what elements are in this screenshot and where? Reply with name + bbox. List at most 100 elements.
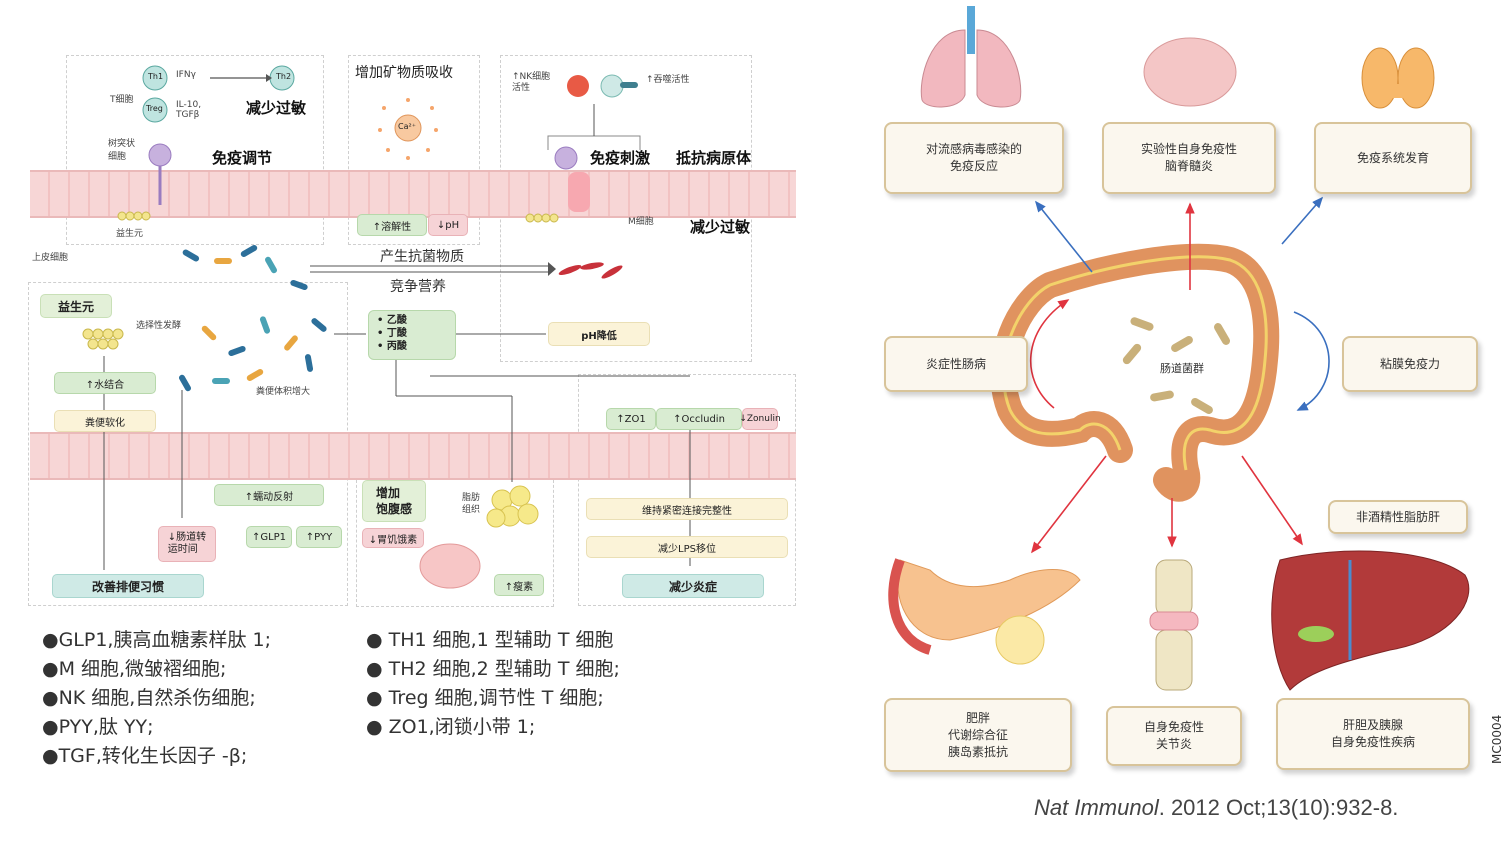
th1-cell [142, 65, 168, 91]
knee-joint-icon [1149, 559, 1199, 691]
antibacterial-label: 产生抗菌物质 [380, 249, 464, 265]
immune-regulation-title: 免疫调节 [212, 149, 273, 167]
il10-label: IL-10, TGFβ [176, 100, 202, 120]
arthritis-box: 自身免疫性 关节炎 [1106, 706, 1242, 766]
leptin-chip: ↑瘦素 [494, 574, 544, 596]
epithelium-top [30, 170, 796, 218]
water-binding-chip: ↑水结合 [54, 372, 156, 394]
figure-code: MC0004 [1490, 714, 1504, 764]
pathogen-bacteria [558, 262, 623, 279]
reduce-allergy-right: 减少过敏 [690, 218, 751, 236]
legend-item: ● TH1 细胞,1 型辅助 T 细胞 [366, 629, 614, 651]
tj-integrity-chip: 维持紧密连接完整性 [586, 498, 788, 520]
dendritic-cell-icon [148, 143, 172, 167]
arrow-head [266, 74, 272, 82]
right-diagram-graphics [888, 6, 1470, 691]
legend-item: ● Treg 细胞,调节性 T 细胞; [366, 687, 604, 709]
th1-label: Th1 [148, 72, 164, 81]
nk-cell-icon [567, 75, 589, 97]
arrow-ibd [1029, 299, 1070, 409]
scfa-butyric: • 丁酸 [377, 328, 407, 339]
calcium-icon [394, 114, 422, 142]
liver-icon [1271, 550, 1470, 691]
stool-soft-chip: 粪便软化 [54, 410, 156, 432]
phagocytic-label: ↑吞噬活性 [646, 75, 690, 85]
zo1-chip: ↑ZO1 [606, 408, 656, 430]
liver-autoimmune-box: 肝胆及胰腺 自身免疫性疾病 [1276, 698, 1470, 770]
epithelial-label: 上皮细胞 [32, 253, 69, 263]
scfa-list: • 乙酸 • 丁酸 • 丙酸 [369, 311, 455, 353]
glp1-chip: ↑GLP1 [246, 526, 292, 548]
resist-pathogen-title: 抵抗病原体 [676, 149, 752, 167]
barrier-panel [578, 374, 796, 606]
occludin-chip: ↑Occludin [656, 408, 742, 430]
gut-bacteria-cluster [179, 245, 327, 392]
epithelium-bottom [30, 432, 796, 480]
arrow-mucosal [1293, 311, 1330, 411]
left-diagram-graphics [82, 65, 691, 589]
dendritic-label: 树突状 细胞 [108, 139, 136, 162]
legend-item: ●M 细胞,微皱褶细胞; [42, 658, 227, 680]
arrow-to-liver [1241, 455, 1303, 546]
legend-item: ●TGF,转化生长因子 -β; [42, 745, 248, 767]
arrow-to-immune-dev [1281, 196, 1324, 245]
scfa-propionic: • 丙酸 [377, 341, 407, 352]
legend-column-2: ● TH1 细胞,1 型辅助 T 细胞 ● TH2 细胞,2 型辅助 T 细胞;… [366, 626, 620, 742]
arrow-head-lumen [548, 262, 556, 276]
brain-icon [419, 543, 481, 589]
prebiotic-top-label: 益生元 [116, 229, 144, 239]
citation: Nat Immunol. 2012 Oct;13(10):932-8. [1034, 795, 1398, 821]
thyroid-icon [1361, 47, 1435, 109]
immune-regulation-panel [66, 55, 324, 245]
calcium-dots [378, 98, 438, 160]
scfa-acetic: • 乙酸 [377, 315, 407, 326]
citation-details: . 2012 Oct;13(10):932-8. [1158, 795, 1399, 820]
stool-volume-label: 粪便体积增大 [256, 387, 311, 397]
peristalsis-chip: ↑蠕动反射 [214, 484, 324, 506]
prebiotic-title: 益生元 [40, 294, 112, 318]
lung-icon [920, 6, 1022, 108]
m-cell-icon [568, 172, 590, 212]
calcium-label: Ca²⁺ [398, 122, 416, 131]
mineral-title: 增加矿物质吸收 [355, 65, 453, 81]
nafld-box: 非酒精性脂肪肝 [1328, 500, 1468, 534]
gut-microbiota-label: 肠道菌群 [1160, 362, 1204, 375]
immune-stimulation-title: 免疫刺激 [590, 149, 651, 167]
arrow-to-obesity [1031, 455, 1107, 554]
selective-ferment-label: 选择性发酵 [136, 321, 182, 331]
lps-chip: 减少LPS移位 [586, 536, 788, 558]
immune-development-box: 免疫系统发育 [1314, 122, 1472, 194]
pyy-chip: ↑PYY [296, 526, 342, 548]
adipose-icon [486, 485, 539, 528]
colon-icon [990, 243, 1280, 502]
reduce-inflammation-chip: 减少炎症 [622, 574, 764, 598]
mucosal-immunity-box: 粘膜免疫力 [1342, 336, 1478, 392]
bowel-habit-chip: 改善排便习惯 [52, 574, 204, 598]
arrow-to-influenza [1035, 200, 1093, 273]
scfa-box: • 乙酸 • 丁酸 • 丙酸 [368, 310, 456, 360]
nk-activity-label: ↑NK细胞 活性 [512, 72, 551, 93]
m-cell-label: M细胞 [628, 217, 654, 227]
compete-label: 竞争营养 [390, 279, 446, 295]
obesity-box: 肥胖 代谢综合征 胰岛素抵抗 [884, 698, 1072, 772]
prebiotic-hex-cluster [82, 328, 124, 350]
ph-chip: ↓pH [428, 214, 468, 236]
ph-drop-chip: pH降低 [548, 322, 650, 346]
dendritic-cell-2-icon [554, 146, 578, 170]
influenza-box: 对流感病毒感染的 免疫反应 [884, 122, 1064, 194]
transit-chip: ↓肠道转 运时间 [158, 526, 216, 562]
fat-tissue-label: 脂肪 组织 [462, 493, 481, 515]
citation-journal: Nat Immunol [1034, 795, 1159, 820]
ghrelin-chip: ↓胃饥饿素 [362, 528, 424, 548]
zonulin-chip: ↓Zonulin [739, 408, 781, 430]
brain-icon [1143, 37, 1237, 107]
solubility-chip: ↑溶解性 [357, 214, 427, 236]
eae-box: 实验性自身免疫性 脑脊髓炎 [1102, 122, 1276, 194]
prebiotic-hex-top [117, 211, 151, 221]
pancreas-icon [888, 558, 1081, 665]
legend-item: ●PYY,肽 YY; [42, 716, 154, 738]
treg-label: Treg [146, 104, 163, 113]
treg-cell [142, 97, 168, 123]
satiety-chip: 增加 饱腹感 [362, 480, 426, 522]
legend-item: ● ZO1,闭锁小带 1; [366, 716, 536, 738]
